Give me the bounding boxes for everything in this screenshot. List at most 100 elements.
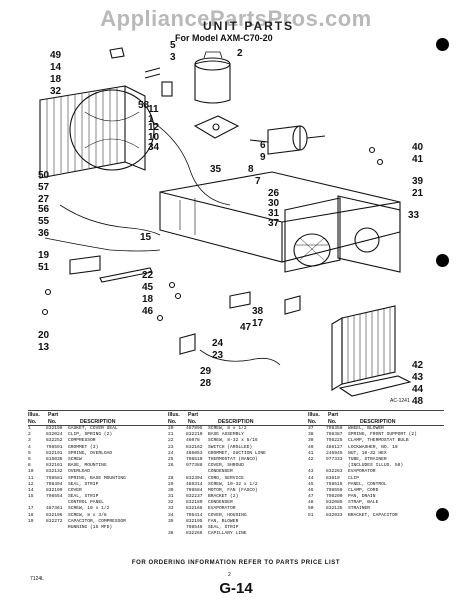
callout-34: 34: [148, 142, 160, 153]
part-number: 832162: [186, 444, 203, 450]
callout-3: 3: [170, 52, 176, 63]
part-description: COMPRESSOR: [68, 438, 96, 444]
part-description: SCREW, 8 x 3/8: [68, 512, 107, 518]
part-description: STRAINER: [348, 506, 371, 512]
part-description: SCREW, 8 x 1/2: [208, 426, 247, 431]
illus-number: 1: [28, 426, 31, 431]
part-number: 832198: [46, 426, 63, 431]
illus-number: 25: [168, 456, 174, 462]
callout-9: 9: [260, 152, 266, 163]
callout-18: 18: [50, 74, 62, 85]
illus-number: 5: [28, 450, 31, 456]
part-number: 832272: [46, 518, 63, 524]
illus-number: 42: [308, 456, 314, 462]
document-code: 7124L: [30, 576, 44, 582]
part-number: 798510: [186, 456, 203, 462]
callout-30: 30: [268, 198, 280, 209]
part-description: CONTROL PANEL: [68, 500, 104, 506]
watermark: AppliancePartsPros.com: [100, 6, 372, 31]
illus-number: 11: [28, 475, 34, 481]
callout-1: 1: [148, 114, 154, 125]
callout-43: 43: [412, 372, 424, 383]
callout-32: 32: [50, 86, 62, 97]
section-code: G-14: [219, 580, 253, 597]
illus-number: 44: [308, 475, 314, 481]
part-description: SCREW, 10 x 1/2: [68, 506, 110, 512]
part-number: 798414: [186, 512, 203, 518]
callout-45: 45: [142, 282, 154, 293]
part-number: 832085: [326, 500, 343, 506]
part-number: 798494: [46, 481, 63, 487]
callout-24: 24: [212, 338, 224, 349]
callout-20: 20: [38, 330, 50, 341]
part-description: SCREW, 10-32 x 1/2: [208, 481, 258, 487]
illus-number: 30: [168, 487, 174, 493]
callout-50: 50: [38, 170, 50, 181]
illus-number: 17: [28, 506, 34, 512]
illus-number: 50: [308, 506, 314, 512]
part-number: 832252: [46, 438, 63, 444]
part-number: 815036: [46, 456, 63, 462]
part-number: 83819: [326, 475, 340, 481]
illus-number: 28: [168, 475, 174, 481]
part-description: BRACKET, CAPACITOR: [348, 512, 398, 518]
part-description: CONDENSER: [208, 469, 233, 475]
part-description: CONDENSER: [208, 500, 233, 506]
page-number: 2: [228, 572, 231, 578]
callout-49: 49: [50, 50, 62, 61]
part-number: 832161: [46, 463, 63, 469]
callout-17: 17: [252, 318, 264, 329]
drain-pan: [338, 375, 412, 397]
part-number: 798584: [186, 487, 203, 493]
illus-number: 33: [168, 506, 174, 512]
callout-36: 36: [38, 228, 50, 239]
callout-51: 51: [38, 262, 50, 273]
part-description: EVAPORATOR: [348, 469, 376, 475]
part-number: 798358: [326, 426, 343, 431]
switch: [179, 333, 196, 355]
illus-number: 15: [28, 494, 34, 500]
callout-35: 35: [210, 164, 222, 175]
callout-37: 37: [268, 218, 280, 229]
illus-number: 20: [168, 426, 174, 431]
part-description: BRACKET (2): [208, 494, 239, 500]
illus-number: 45: [308, 481, 314, 487]
part-description: SWITCH (AROLLED): [208, 444, 253, 450]
callout-41: 41: [412, 154, 424, 165]
callout-31: 31: [268, 208, 280, 219]
unit-parts-heading: UNIT PARTS: [203, 19, 295, 33]
table-header-rule: [28, 425, 444, 426]
part-number: 832033: [326, 512, 343, 518]
illus-number: 6: [28, 456, 31, 462]
callout-6: 6: [260, 140, 266, 151]
callout-15: 15: [140, 232, 152, 243]
part-description: SCREW, 8-32 x 5/16: [208, 438, 258, 444]
callout-12: 12: [148, 122, 160, 133]
part-description: WHEEL, BLOWER: [348, 426, 384, 431]
part-description: (INCLUDES ILLUS. 50): [348, 463, 404, 469]
part-description: NUT, 10-32 HEX: [348, 450, 387, 456]
illus-number: 18: [28, 512, 34, 518]
part-description: EVAPORATOR: [208, 506, 236, 512]
condenser-coil: [39, 85, 126, 179]
